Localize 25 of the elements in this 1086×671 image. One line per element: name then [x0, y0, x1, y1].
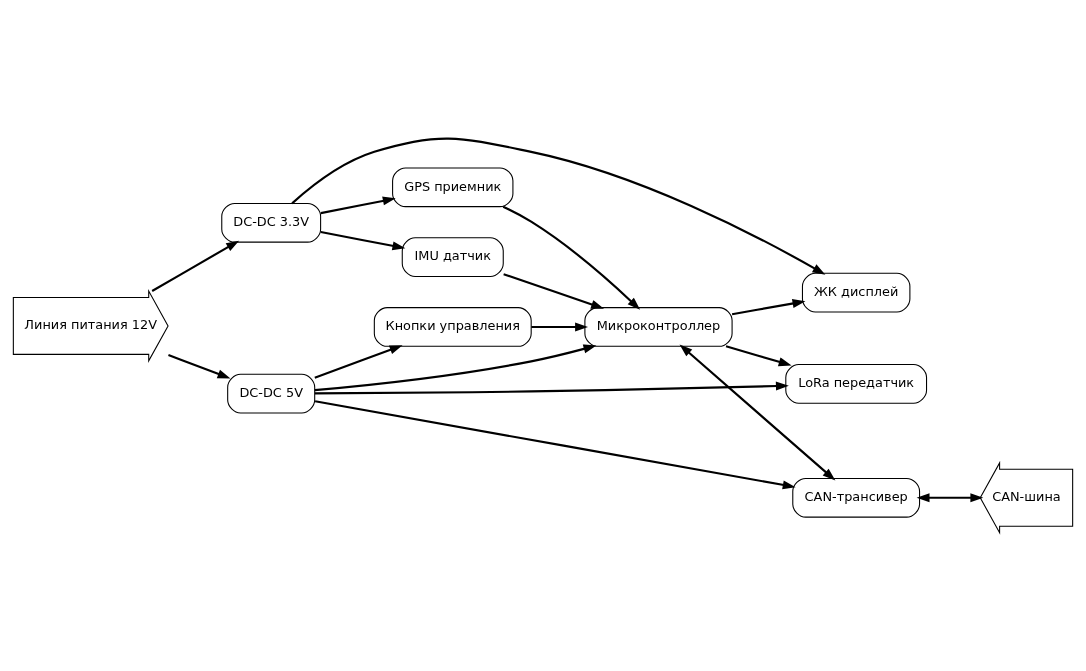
node-box: DC-DC 3.3V [221, 202, 322, 243]
arrow [679, 344, 836, 481]
node-box: CAN-трансивер [792, 477, 921, 518]
arrow [531, 322, 589, 332]
arrow [291, 137, 826, 275]
arrow [916, 493, 984, 503]
arrow [314, 345, 403, 379]
arrow [168, 353, 231, 379]
node-box: DC-DC 5V [227, 373, 316, 414]
node-box: LoRa передатчик [785, 364, 928, 404]
arrow [320, 196, 396, 215]
arrow [725, 345, 792, 367]
arrow [320, 231, 406, 251]
node-box: Микроконтроллер [584, 307, 733, 347]
node-box: ЖК дисплей [801, 272, 911, 313]
node-box: IMU датчик [401, 237, 504, 277]
node-box: GPS приемник [392, 167, 514, 208]
node-box: Кнопки управления [373, 307, 532, 347]
arrow [314, 381, 789, 395]
arrow [502, 205, 641, 310]
arrow [503, 273, 604, 309]
arrow [731, 299, 806, 316]
arrow [151, 240, 240, 292]
arrow [314, 400, 796, 490]
arrow [314, 344, 597, 392]
